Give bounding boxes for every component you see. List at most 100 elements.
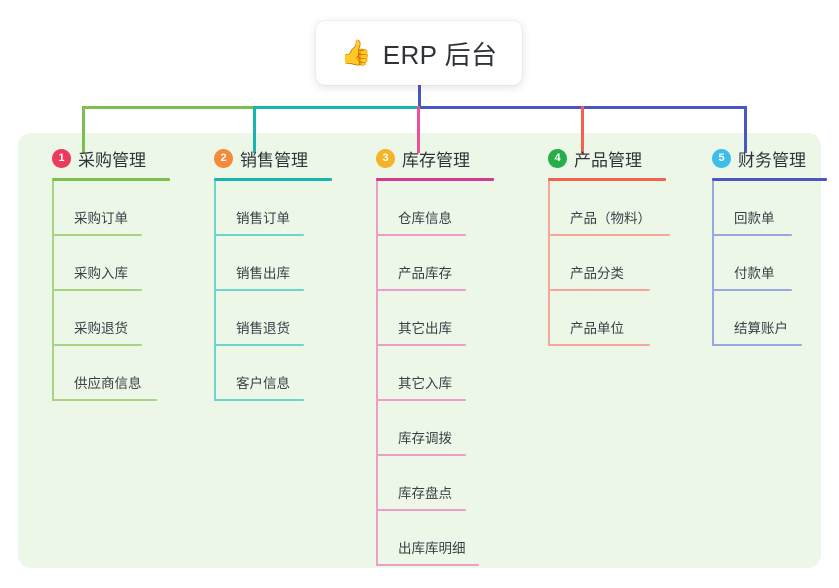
menu-item-label: 供应商信息 xyxy=(74,376,142,391)
menu-item-label: 结算账户 xyxy=(734,321,788,336)
connector-stub-purchase xyxy=(82,106,85,153)
menu-item-rule xyxy=(214,289,304,291)
menu-item-label: 采购入库 xyxy=(74,266,128,281)
menu-item-rule xyxy=(376,234,466,236)
menu-item-label: 库存调拨 xyxy=(398,431,452,446)
menu-item-rule xyxy=(712,344,802,346)
menu-item-rule xyxy=(376,564,479,566)
category-header-4[interactable]: 4 产品管理 xyxy=(528,145,698,171)
connector-stub-inventory xyxy=(417,106,420,153)
category-number-badge: 4 xyxy=(548,148,567,168)
category-header-rule xyxy=(376,178,494,181)
menu-item-rule xyxy=(548,234,670,236)
menu-item-rule xyxy=(376,399,466,401)
menu-item-label: 付款单 xyxy=(734,266,775,281)
menu-item-rule xyxy=(376,289,466,291)
menu-item-rule xyxy=(214,344,304,346)
menu-item[interactable]: 销售出库 xyxy=(194,236,354,291)
branch-spine xyxy=(214,181,216,401)
category-number-badge: 3 xyxy=(376,148,395,168)
menu-item[interactable]: 结算账户 xyxy=(692,291,839,346)
root-node-content: 👍 ERP 后台 xyxy=(341,35,498,72)
category-header-1[interactable]: 1 采购管理 xyxy=(32,145,192,171)
thumbs-up-icon: 👍 xyxy=(340,38,372,67)
menu-item[interactable]: 产品（物料） xyxy=(528,181,698,236)
branch-spine xyxy=(52,181,54,401)
category-header-3[interactable]: 3 库存管理 xyxy=(356,145,516,171)
category-branch: 采购订单采购入库采购退货供应商信息 xyxy=(32,181,192,401)
connector-stub-finance xyxy=(744,106,747,153)
menu-item-rule xyxy=(214,234,304,236)
menu-item-label: 产品分类 xyxy=(570,266,624,281)
menu-item-rule xyxy=(52,399,157,401)
menu-item-label: 其它入库 xyxy=(398,376,452,391)
menu-item[interactable]: 销售订单 xyxy=(194,181,354,236)
menu-item[interactable]: 回款单 xyxy=(692,181,839,236)
menu-item-label: 库存盘点 xyxy=(398,486,452,501)
menu-item[interactable]: 产品库存 xyxy=(356,236,516,291)
menu-item-label: 销售出库 xyxy=(236,266,290,281)
category-title: 库存管理 xyxy=(402,150,470,170)
menu-item-label: 销售订单 xyxy=(236,211,290,226)
category-branch: 仓库信息产品库存其它出库其它入库库存调拨库存盘点出库库明细 xyxy=(356,181,516,566)
menu-item[interactable]: 产品单位 xyxy=(528,291,698,346)
root-node-title: ERP 后台 xyxy=(382,39,498,70)
category-column-1: 1 采购管理采购订单采购入库采购退货供应商信息 xyxy=(32,145,192,401)
category-title: 销售管理 xyxy=(240,150,308,170)
menu-item-label: 产品库存 xyxy=(398,266,452,281)
category-number-badge: 2 xyxy=(214,148,233,168)
menu-item[interactable]: 库存调拨 xyxy=(356,401,516,456)
menu-item[interactable]: 产品分类 xyxy=(528,236,698,291)
root-node-card[interactable]: 👍 ERP 后台 xyxy=(316,21,522,85)
category-column-3: 3 库存管理仓库信息产品库存其它出库其它入库库存调拨库存盘点出库库明细 xyxy=(356,145,516,566)
menu-item-label: 产品（物料） xyxy=(570,211,651,226)
menu-item-label: 客户信息 xyxy=(236,376,290,391)
menu-item[interactable]: 采购订单 xyxy=(32,181,192,236)
menu-item-rule xyxy=(712,234,792,236)
menu-item-label: 出库库明细 xyxy=(398,541,466,556)
branch-spine xyxy=(376,181,378,566)
branch-spine xyxy=(712,181,714,346)
category-header-rule xyxy=(214,178,332,181)
connector-seg-purchase xyxy=(82,106,253,109)
menu-item[interactable]: 销售退货 xyxy=(194,291,354,346)
category-header-rule xyxy=(52,178,170,181)
menu-item-rule xyxy=(376,454,466,456)
menu-item[interactable]: 供应商信息 xyxy=(32,346,192,401)
menu-item[interactable]: 采购入库 xyxy=(32,236,192,291)
menu-item[interactable]: 其它入库 xyxy=(356,346,516,401)
connector-stub-sales xyxy=(253,106,256,153)
category-column-4: 4 产品管理产品（物料） 产品分类产品单位 xyxy=(528,145,698,346)
menu-item[interactable]: 仓库信息 xyxy=(356,181,516,236)
connector-seg-sales xyxy=(253,106,417,109)
menu-item[interactable]: 其它出库 xyxy=(356,291,516,346)
category-header-rule xyxy=(548,178,666,181)
menu-item[interactable]: 付款单 xyxy=(692,236,839,291)
menu-item-rule xyxy=(376,509,466,511)
menu-item-rule xyxy=(376,344,466,346)
category-branch: 销售订单销售出库销售退货客户信息 xyxy=(194,181,354,401)
menu-item-label: 仓库信息 xyxy=(398,211,452,226)
category-header-2[interactable]: 2 销售管理 xyxy=(194,145,354,171)
category-column-2: 2 销售管理销售订单销售出库销售退货客户信息 xyxy=(194,145,354,401)
menu-item-rule xyxy=(548,344,650,346)
menu-item-label: 采购退货 xyxy=(74,321,128,336)
menu-item[interactable]: 出库库明细 xyxy=(356,511,516,566)
category-number-badge: 1 xyxy=(52,148,71,168)
menu-item-rule xyxy=(214,399,304,401)
menu-item-label: 其它出库 xyxy=(398,321,452,336)
menu-item[interactable]: 采购退货 xyxy=(32,291,192,346)
menu-item-label: 回款单 xyxy=(734,211,775,226)
menu-item-rule xyxy=(52,234,142,236)
menu-item-rule xyxy=(52,289,142,291)
menu-item[interactable]: 库存盘点 xyxy=(356,456,516,511)
menu-item-rule xyxy=(52,344,142,346)
menu-item-rule xyxy=(712,289,792,291)
category-number-badge: 5 xyxy=(712,148,731,168)
connector-trunk xyxy=(418,85,421,109)
category-title: 产品管理 xyxy=(574,150,642,170)
menu-item[interactable]: 客户信息 xyxy=(194,346,354,401)
category-title: 采购管理 xyxy=(78,150,146,170)
menu-item-rule xyxy=(548,289,650,291)
